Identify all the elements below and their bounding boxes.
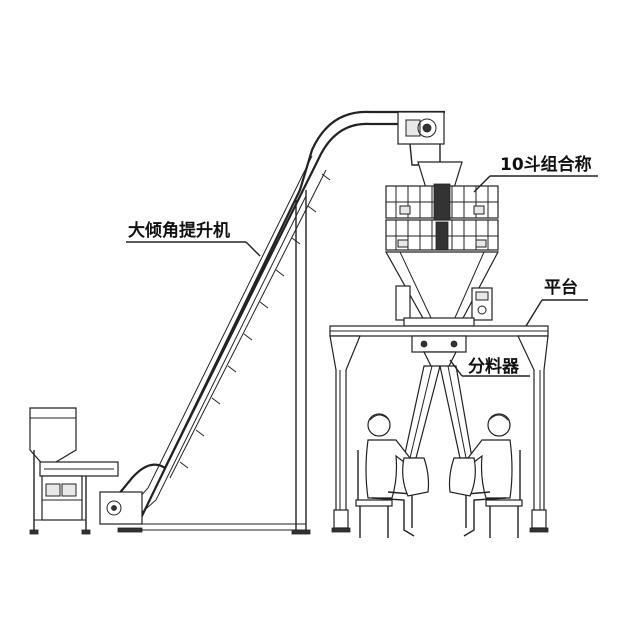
label-weigher: 10斗组合称 [500, 154, 592, 175]
label-distributor: 分料器 [468, 356, 520, 377]
feed-hopper [29, 407, 119, 535]
distributor [403, 335, 473, 459]
label-weigher-group: 10斗组合称 [473, 154, 598, 193]
label-elevator: 大倾角提升机 [128, 220, 230, 241]
operator-right [448, 413, 523, 538]
inclined-elevator [99, 110, 445, 535]
platform [329, 325, 549, 533]
label-platform: 平台 [544, 277, 578, 298]
combination-weigher [384, 161, 499, 327]
operator-left [355, 413, 430, 538]
label-platform-group: 平台 [525, 277, 588, 327]
label-elevator-group: 大倾角提升机 [126, 220, 261, 257]
label-distributor-group: 分料器 [449, 356, 530, 377]
